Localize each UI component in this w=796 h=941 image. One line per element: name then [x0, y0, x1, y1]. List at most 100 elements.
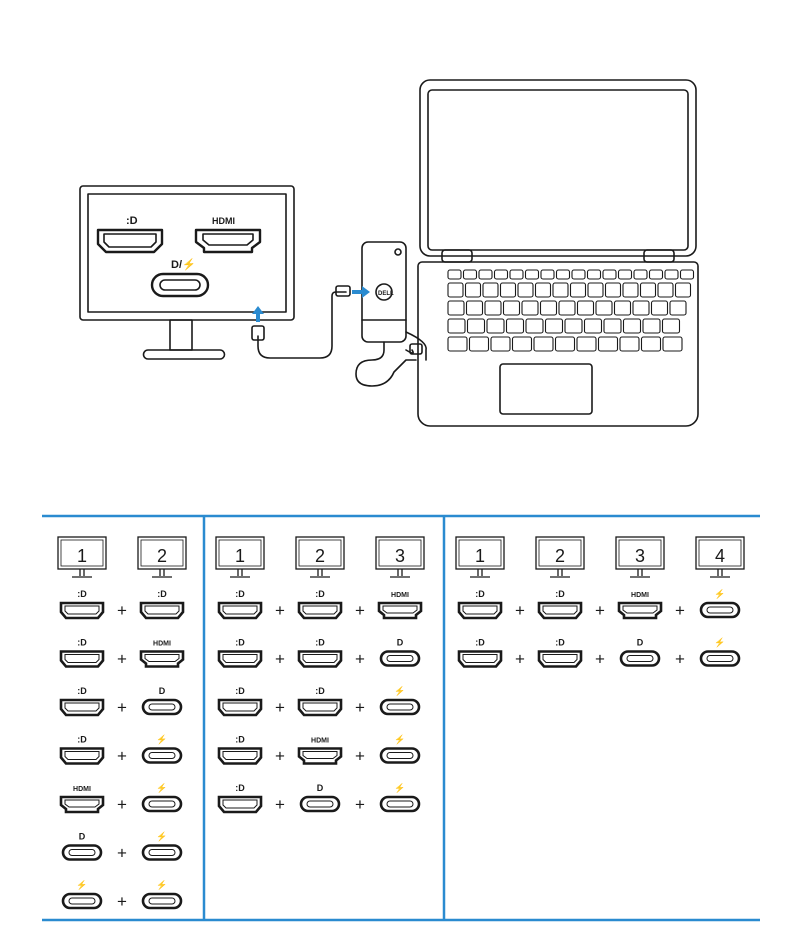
port-tb-icon: ⚡: [141, 831, 183, 861]
laptop-keyboard: [447, 269, 695, 352]
port-hdmi-icon: HDMI: [617, 592, 663, 620]
port-label: :D: [157, 589, 167, 599]
plus-sign: +: [355, 747, 365, 766]
monitor-dpc-label: D/⚡: [171, 258, 196, 271]
port-label: :D: [77, 638, 87, 648]
plus-sign: +: [595, 601, 605, 620]
port-dp-icon: :D: [297, 638, 343, 668]
port-label: D: [397, 638, 404, 648]
port-label: ⚡: [714, 588, 725, 600]
port-dp-icon: :D: [217, 735, 263, 765]
monitor-icon: 1: [455, 536, 505, 578]
port-dpc-icon: D: [619, 638, 661, 667]
port-dp-icon: :D: [217, 589, 263, 620]
port-label: HDMI: [631, 592, 649, 599]
port-label: :D: [235, 735, 245, 745]
plus-sign: +: [275, 698, 285, 717]
plus-sign: +: [355, 650, 365, 669]
plus-sign: +: [117, 650, 127, 669]
port-label: D: [637, 638, 644, 648]
port-label: :D: [235, 783, 245, 793]
port-label: :D: [475, 638, 485, 648]
setup-illustration: :D HDMI D/⚡ DELL: [79, 79, 699, 427]
port-label: ⚡: [76, 879, 87, 891]
port-label: :D: [77, 589, 87, 599]
port-label: ⚡: [394, 782, 405, 794]
monitor-number: 1: [77, 546, 87, 566]
monitor-number: 1: [475, 546, 485, 566]
port-label: HDMI: [153, 641, 171, 648]
port-hdmi-icon: HDMI: [59, 786, 105, 814]
port-tb-icon: ⚡: [141, 782, 183, 813]
plus-sign: +: [515, 601, 525, 620]
dock-logo: DELL: [378, 291, 394, 297]
port-hdmi-icon: HDMI: [297, 738, 343, 765]
port-tb-icon: ⚡: [379, 734, 421, 764]
plus-sign: +: [675, 650, 685, 669]
monitor-icon: 2: [137, 536, 187, 578]
port-label: :D: [555, 638, 565, 648]
port-tb-icon: ⚡: [699, 588, 741, 619]
monitor-hdmi-label: HDMI: [212, 216, 235, 226]
port-dpc-icon: D: [379, 638, 421, 667]
port-dp-icon: :D: [217, 783, 263, 814]
plus-sign: +: [117, 795, 127, 814]
plus-sign: +: [275, 601, 285, 620]
plus-sign: +: [355, 698, 365, 717]
arrow-up-icon: [252, 306, 264, 322]
monitor-port-usbc: [150, 272, 210, 298]
plus-sign: +: [117, 747, 127, 766]
plus-sign: +: [515, 650, 525, 669]
monitor-icon: 2: [535, 536, 585, 578]
port-tb-icon: ⚡: [141, 879, 183, 910]
monitor-port-hdmi: [194, 228, 262, 254]
port-hdmi-icon: HDMI: [139, 641, 185, 668]
port-label: ⚡: [156, 734, 167, 746]
port-dp-icon: :D: [297, 686, 343, 717]
plus-sign: +: [675, 601, 685, 620]
port-dp-icon: :D: [297, 589, 343, 620]
port-dp-icon: :D: [59, 686, 105, 717]
laptop-illustration: [417, 79, 699, 427]
monitor-dp-label: :D: [126, 215, 138, 227]
port-label: D: [79, 832, 86, 842]
port-label: D: [159, 686, 166, 696]
monitor-illustration: [79, 185, 295, 360]
monitor-number: 3: [395, 546, 405, 566]
plus-sign: +: [275, 650, 285, 669]
port-label: :D: [235, 638, 245, 648]
port-tb-icon: ⚡: [379, 782, 421, 813]
port-label: :D: [475, 589, 485, 599]
plus-sign: +: [117, 601, 127, 620]
port-hdmi-icon: HDMI: [377, 592, 423, 620]
monitor-number: 1: [235, 546, 245, 566]
port-dp-icon: :D: [457, 589, 503, 620]
port-label: D: [317, 783, 324, 793]
plus-sign: +: [595, 650, 605, 669]
port-label: ⚡: [714, 637, 725, 649]
monitor-icon: 3: [375, 536, 425, 578]
port-label: ⚡: [156, 782, 167, 794]
plus-sign: +: [355, 795, 365, 814]
port-label: :D: [315, 638, 325, 648]
port-label: :D: [315, 686, 325, 696]
cable-illustration: [251, 285, 427, 387]
monitor-number: 2: [315, 546, 325, 566]
monitor-port-dp: [96, 228, 164, 254]
monitor-icon: 2: [295, 536, 345, 578]
port-dpc-icon: D: [141, 686, 183, 716]
port-dpc-icon: D: [299, 783, 341, 813]
monitor-icon: 1: [57, 536, 107, 578]
port-dpc-icon: D: [61, 832, 103, 861]
plus-sign: +: [275, 747, 285, 766]
port-label: ⚡: [394, 734, 405, 746]
monitor-icon: 1: [215, 536, 265, 578]
port-label: HDMI: [391, 592, 409, 599]
port-dp-icon: :D: [457, 638, 503, 668]
port-dp-icon: :D: [139, 589, 185, 620]
port-tb-icon: ⚡: [379, 685, 421, 716]
port-dp-icon: :D: [537, 638, 583, 668]
port-tb-icon: ⚡: [699, 637, 741, 667]
plus-sign: +: [117, 698, 127, 717]
